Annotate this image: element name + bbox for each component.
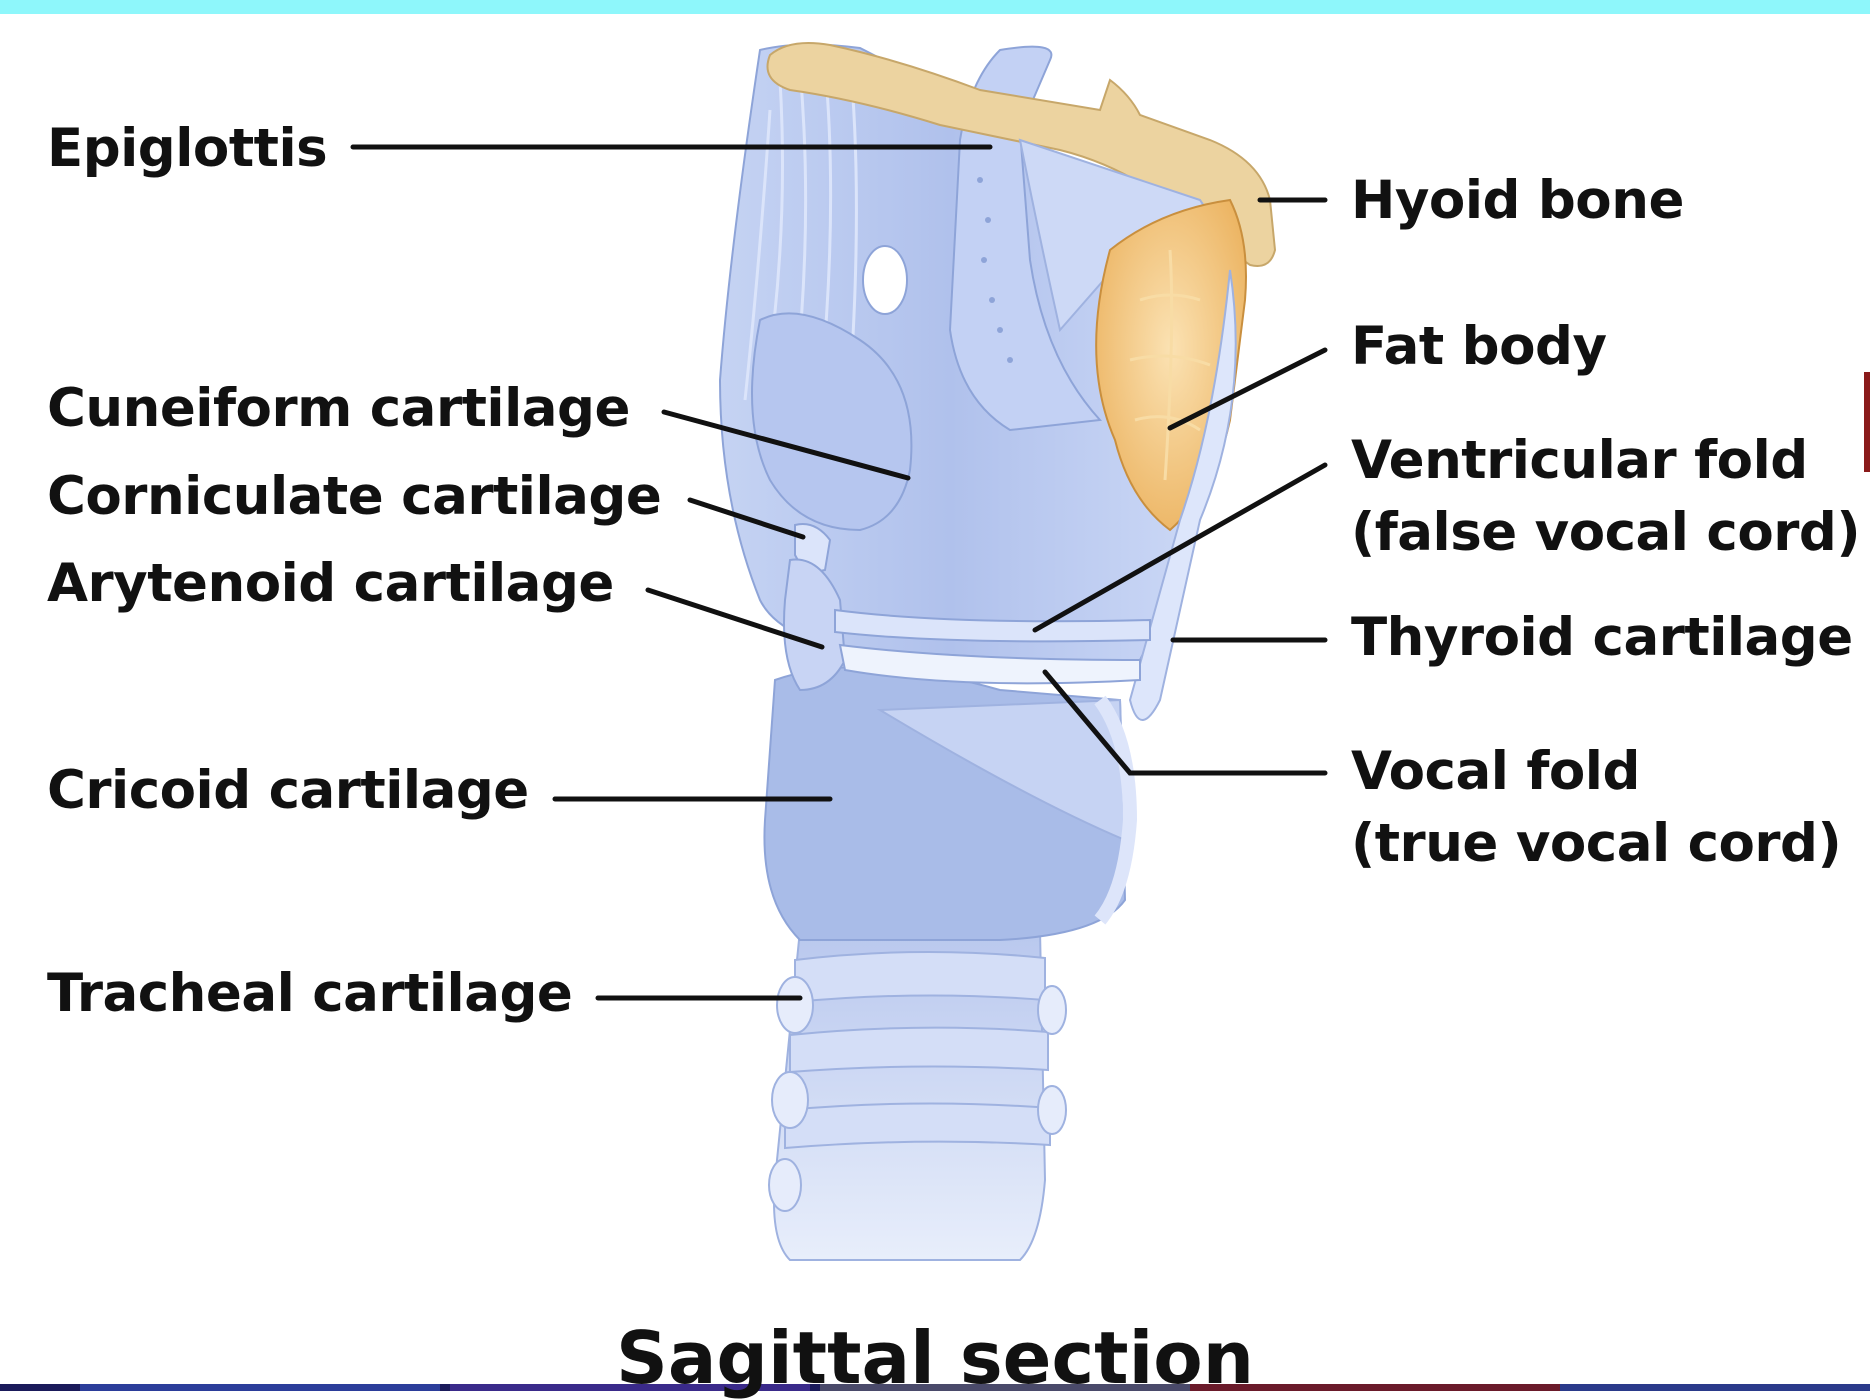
arytenoid-shape <box>783 558 847 692</box>
leader-lines <box>350 144 1328 1001</box>
leader-vocal-fold <box>1042 669 1328 776</box>
cricoid-side <box>1094 695 1138 925</box>
trachea <box>773 929 1047 1261</box>
strip-segment <box>1190 1384 1560 1391</box>
label-thyroid-cartilage: Thyroid cartilage <box>1351 607 1853 668</box>
top-color-band <box>0 0 1870 14</box>
tracheal-ring-edges <box>768 976 1067 1212</box>
hyoid-bone-shape <box>766 42 1277 267</box>
bottom-thumbnail-strip <box>0 1384 1870 1391</box>
strip-segment <box>820 1384 1190 1391</box>
label-tracheal-cartilage: Tracheal cartilage <box>47 963 573 1024</box>
leader-arytenoid <box>645 587 825 650</box>
strip-segment <box>450 1384 810 1391</box>
ventricular-fold-shape <box>834 608 1151 643</box>
label-fat-body: Fat body <box>1351 316 1607 377</box>
epiglottis-dots <box>977 177 1013 363</box>
thyroid-cartilage-shape <box>1128 269 1237 721</box>
strip-segment <box>80 1384 440 1391</box>
leader-corniculate <box>687 497 806 540</box>
leader-fat-body <box>1167 347 1328 431</box>
label-cuneiform-cartilage: Cuneiform cartilage <box>47 378 630 439</box>
strip-segment <box>1560 1384 1870 1391</box>
label-vocal-fold: Vocal fold (true vocal cord) <box>1351 741 1842 874</box>
label-ventricular-fold: Ventricular fold (false vocal cord) <box>1351 430 1861 563</box>
leader-cuneiform <box>661 409 911 481</box>
label-arytenoid-cartilage: Arytenoid cartilage <box>47 553 614 614</box>
cuneiform-shape <box>751 312 913 532</box>
tracheal-rings <box>784 950 1051 1150</box>
cricoid-band <box>876 698 1127 842</box>
vocal-fold-shape <box>838 643 1141 685</box>
right-edge-band <box>1864 372 1870 472</box>
foramen <box>862 245 908 315</box>
label-corniculate-cartilage: Corniculate cartilage <box>47 466 662 527</box>
caption: Sagittal section <box>615 1316 1254 1400</box>
label-epiglottis: Epiglottis <box>47 118 328 179</box>
fat-lobules <box>1129 249 1211 481</box>
leader-ventricular-fold <box>1032 462 1328 633</box>
label-cricoid-cartilage: Cricoid cartilage <box>47 760 529 821</box>
label-hyoid-bone: Hyoid bone <box>1351 170 1684 231</box>
